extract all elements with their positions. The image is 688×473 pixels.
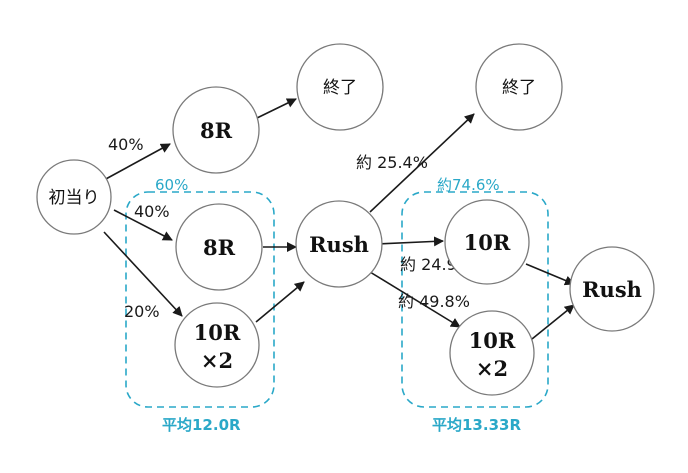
node-r10x2-left-line2: ×2: [201, 348, 233, 373]
node-r8-upper: 8R: [172, 86, 260, 174]
node-rush-mid: Rush: [295, 200, 383, 288]
right-group-caption: 平均13.33R: [432, 416, 521, 434]
node-end-upper: 終了: [296, 43, 384, 131]
node-r10x2-left: 10R ×2: [174, 302, 260, 388]
left-group-box: [125, 191, 275, 408]
edge-label-start-to-r8-upper: 40%: [108, 135, 144, 154]
node-r10-right: 10R: [444, 199, 530, 285]
left-group-caption: 平均12.0R: [162, 416, 241, 434]
node-end-right: 終了: [475, 43, 563, 131]
node-r8-mid: 8R: [175, 203, 263, 291]
node-start-label: 初当り: [49, 188, 100, 208]
edge-r10-to-rush-final: [525, 263, 575, 286]
edge-rush-to-r10: [375, 236, 444, 247]
node-r8-mid-label: 8R: [203, 235, 236, 260]
edge-label-rush-to-end: 約 25.4%: [356, 153, 428, 172]
node-r8-upper-label: 8R: [200, 118, 233, 143]
edge-label-start-to-r8-mid: 40%: [134, 202, 170, 221]
edge-start-to-r8-mid: [113, 209, 173, 241]
edge-start-to-r8-upper: [103, 143, 171, 181]
node-r10x2-right: 10R ×2: [449, 310, 535, 396]
right-group-box: [401, 191, 549, 408]
node-rush-final: Rush: [569, 246, 655, 332]
edge-rush-to-r10x2: [369, 271, 461, 328]
edge-label-rush-to-r10x2: 約 49.8%: [398, 292, 470, 311]
node-start: 初当り: [36, 159, 112, 235]
edge-rush-to-end: [369, 113, 475, 213]
node-r10x2-right-line1: 10R: [469, 328, 516, 353]
edge-r8-upper-to-end: [256, 98, 297, 119]
node-rush-mid-label: Rush: [309, 232, 369, 257]
left-group-top-label: 60%: [155, 176, 188, 194]
right-group-top-label: 約74.6%: [437, 176, 500, 194]
node-end-upper-label: 終了: [323, 78, 357, 98]
node-end-right-label: 終了: [502, 78, 536, 98]
node-rush-final-label: Rush: [582, 277, 642, 302]
edge-start-to-r10x2: [103, 231, 183, 317]
node-r10x2-left-line1: 10R: [194, 320, 241, 345]
edge-r10x2-to-rush-final: [531, 304, 575, 340]
node-r10x2-right-line2: ×2: [476, 356, 508, 381]
node-r10-right-label: 10R: [464, 230, 511, 255]
edge-label-start-to-r10x2: 20%: [124, 302, 160, 321]
edge-r10x2-to-rush: [255, 281, 305, 323]
